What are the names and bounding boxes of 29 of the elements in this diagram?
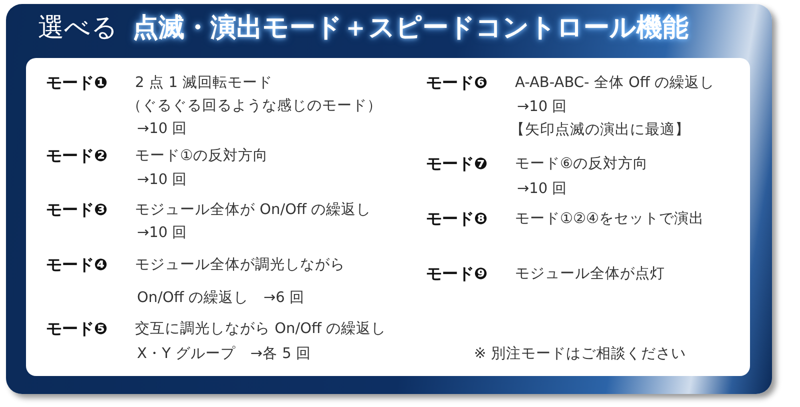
mode-description: モード⑥の反対方向 [515, 154, 648, 174]
note: ※ 別注モードはご相談ください [474, 345, 686, 364]
mode-label: モード❸ [46, 200, 108, 220]
mode-description: 【矢印点滅の演出に最適】 [510, 120, 690, 140]
mode-label: モード❾ [426, 264, 488, 284]
mode-description: モード①②④をセットで演出 [515, 210, 704, 229]
mode-description: →10 回 [137, 120, 188, 139]
mode-description: →10 回 [137, 224, 188, 243]
mode-description: X・Y グループ →各 5 回 [137, 344, 311, 364]
mode-label: モード❹ [46, 255, 108, 275]
mode-label: モード❽ [426, 209, 488, 229]
mode-description: →10 回 [137, 171, 188, 190]
mode-label: モード❻ [426, 73, 488, 93]
mode-description: →10 回 [517, 98, 568, 117]
mode-description: A-AB-ABC- 全体 Off の繰返し [515, 74, 714, 93]
mode-description: モード①の反対方向 [135, 146, 268, 166]
mode-description: モジュール全体が調光しながら [135, 256, 345, 275]
mode-description: →10 回 [517, 180, 568, 199]
mode-description: モジュール全体が点灯 [515, 265, 665, 284]
title: 選べる 点滅・演出モード＋スピードコントロール機能 [38, 12, 688, 45]
mode-label: モード❼ [426, 154, 488, 174]
mode-description: （ぐるぐる回るような感じのモード） [127, 97, 382, 116]
mode-label: モード❺ [46, 319, 108, 339]
mode-label: モード❶ [46, 73, 108, 93]
mode-description: 交互に調光しながら On/Off の繰返し [135, 320, 386, 339]
mode-description: 2 点 1 滅回転モード [135, 74, 272, 93]
mode-label: モード❷ [46, 146, 108, 166]
mode-description: モジュール全体が On/Off の繰返し [135, 201, 372, 220]
mode-description: On/Off の繰返し →6 回 [137, 289, 304, 308]
